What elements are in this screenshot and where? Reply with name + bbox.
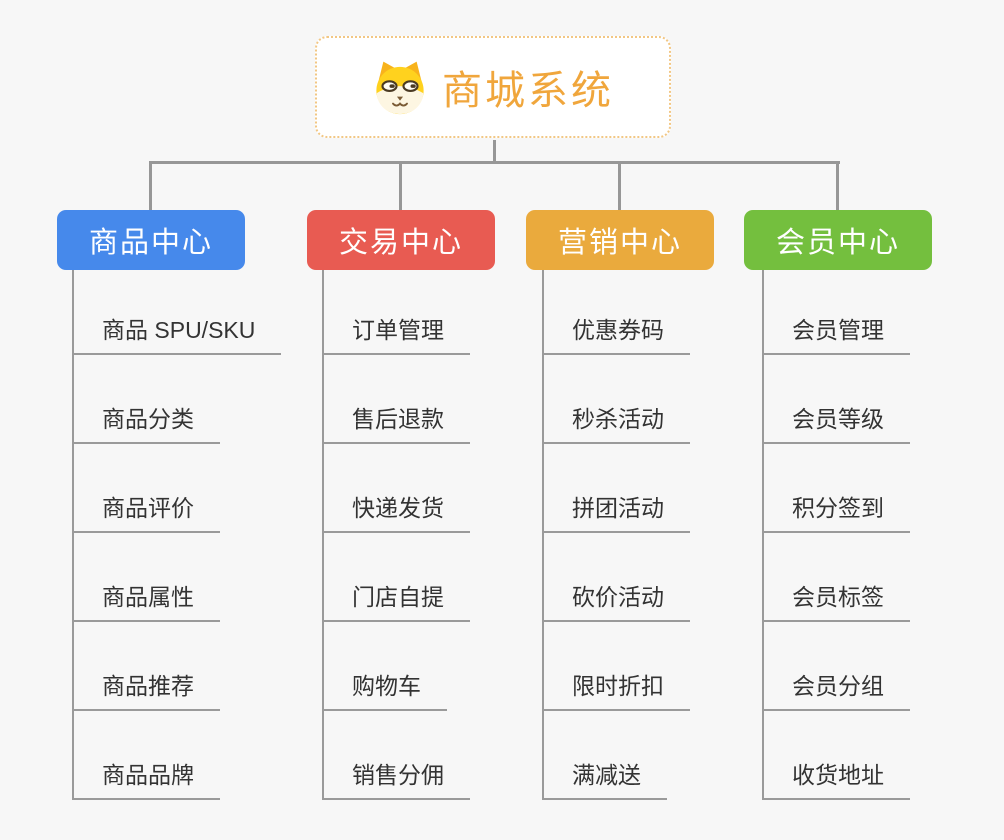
- connector-drop-product: [149, 163, 152, 210]
- connector-horizontal-bar: [149, 161, 840, 164]
- branch-spine-line: [322, 270, 324, 800]
- leaf-node[interactable]: 优惠券码: [542, 315, 690, 355]
- connector-trunk: [493, 140, 496, 163]
- branch-node-trade-center[interactable]: 交易中心: [307, 210, 495, 270]
- root-node-mall-system[interactable]: 商城系统: [315, 36, 671, 138]
- branch-spine-line: [762, 270, 764, 800]
- leaf-node[interactable]: 商品评价: [72, 493, 220, 533]
- shiba-dog-icon: [376, 61, 424, 115]
- leaf-node[interactable]: 商品属性: [72, 582, 220, 622]
- branch-spine-line: [72, 270, 74, 800]
- leaf-node[interactable]: 商品品牌: [72, 760, 220, 800]
- leaf-node[interactable]: 限时折扣: [542, 671, 690, 711]
- leaf-node[interactable]: 砍价活动: [542, 582, 690, 622]
- leaf-node[interactable]: 快递发货: [322, 493, 470, 533]
- connector-drop-marketing: [618, 163, 621, 210]
- leaf-node[interactable]: 订单管理: [322, 315, 470, 355]
- leaf-node[interactable]: 门店自提: [322, 582, 470, 622]
- connector-drop-trade: [399, 163, 402, 210]
- leaf-node[interactable]: 满减送: [542, 760, 667, 800]
- root-title: 商城系统: [442, 69, 614, 113]
- branch-node-product-center[interactable]: 商品中心: [57, 210, 245, 270]
- leaf-node[interactable]: 秒杀活动: [542, 404, 690, 444]
- branch-spine-line: [542, 270, 544, 800]
- leaf-node[interactable]: 购物车: [322, 671, 447, 711]
- leaf-node[interactable]: 会员分组: [762, 671, 910, 711]
- leaf-node[interactable]: 商品分类: [72, 404, 220, 444]
- leaf-node[interactable]: 拼团活动: [542, 493, 690, 533]
- branch-node-member-center[interactable]: 会员中心: [744, 210, 932, 270]
- leaf-node[interactable]: 销售分佣: [322, 760, 470, 800]
- leaf-node[interactable]: 积分签到: [762, 493, 910, 533]
- leaf-node[interactable]: 会员管理: [762, 315, 910, 355]
- branch-node-marketing-center[interactable]: 营销中心: [526, 210, 714, 270]
- connector-drop-member: [836, 163, 839, 210]
- leaf-node[interactable]: 会员等级: [762, 404, 910, 444]
- leaf-node[interactable]: 商品 SPU/SKU: [72, 315, 282, 355]
- leaf-node[interactable]: 售后退款: [322, 404, 470, 444]
- leaf-node[interactable]: 会员标签: [762, 582, 910, 622]
- leaf-node[interactable]: 商品推荐: [72, 671, 220, 711]
- leaf-node[interactable]: 收货地址: [762, 760, 910, 800]
